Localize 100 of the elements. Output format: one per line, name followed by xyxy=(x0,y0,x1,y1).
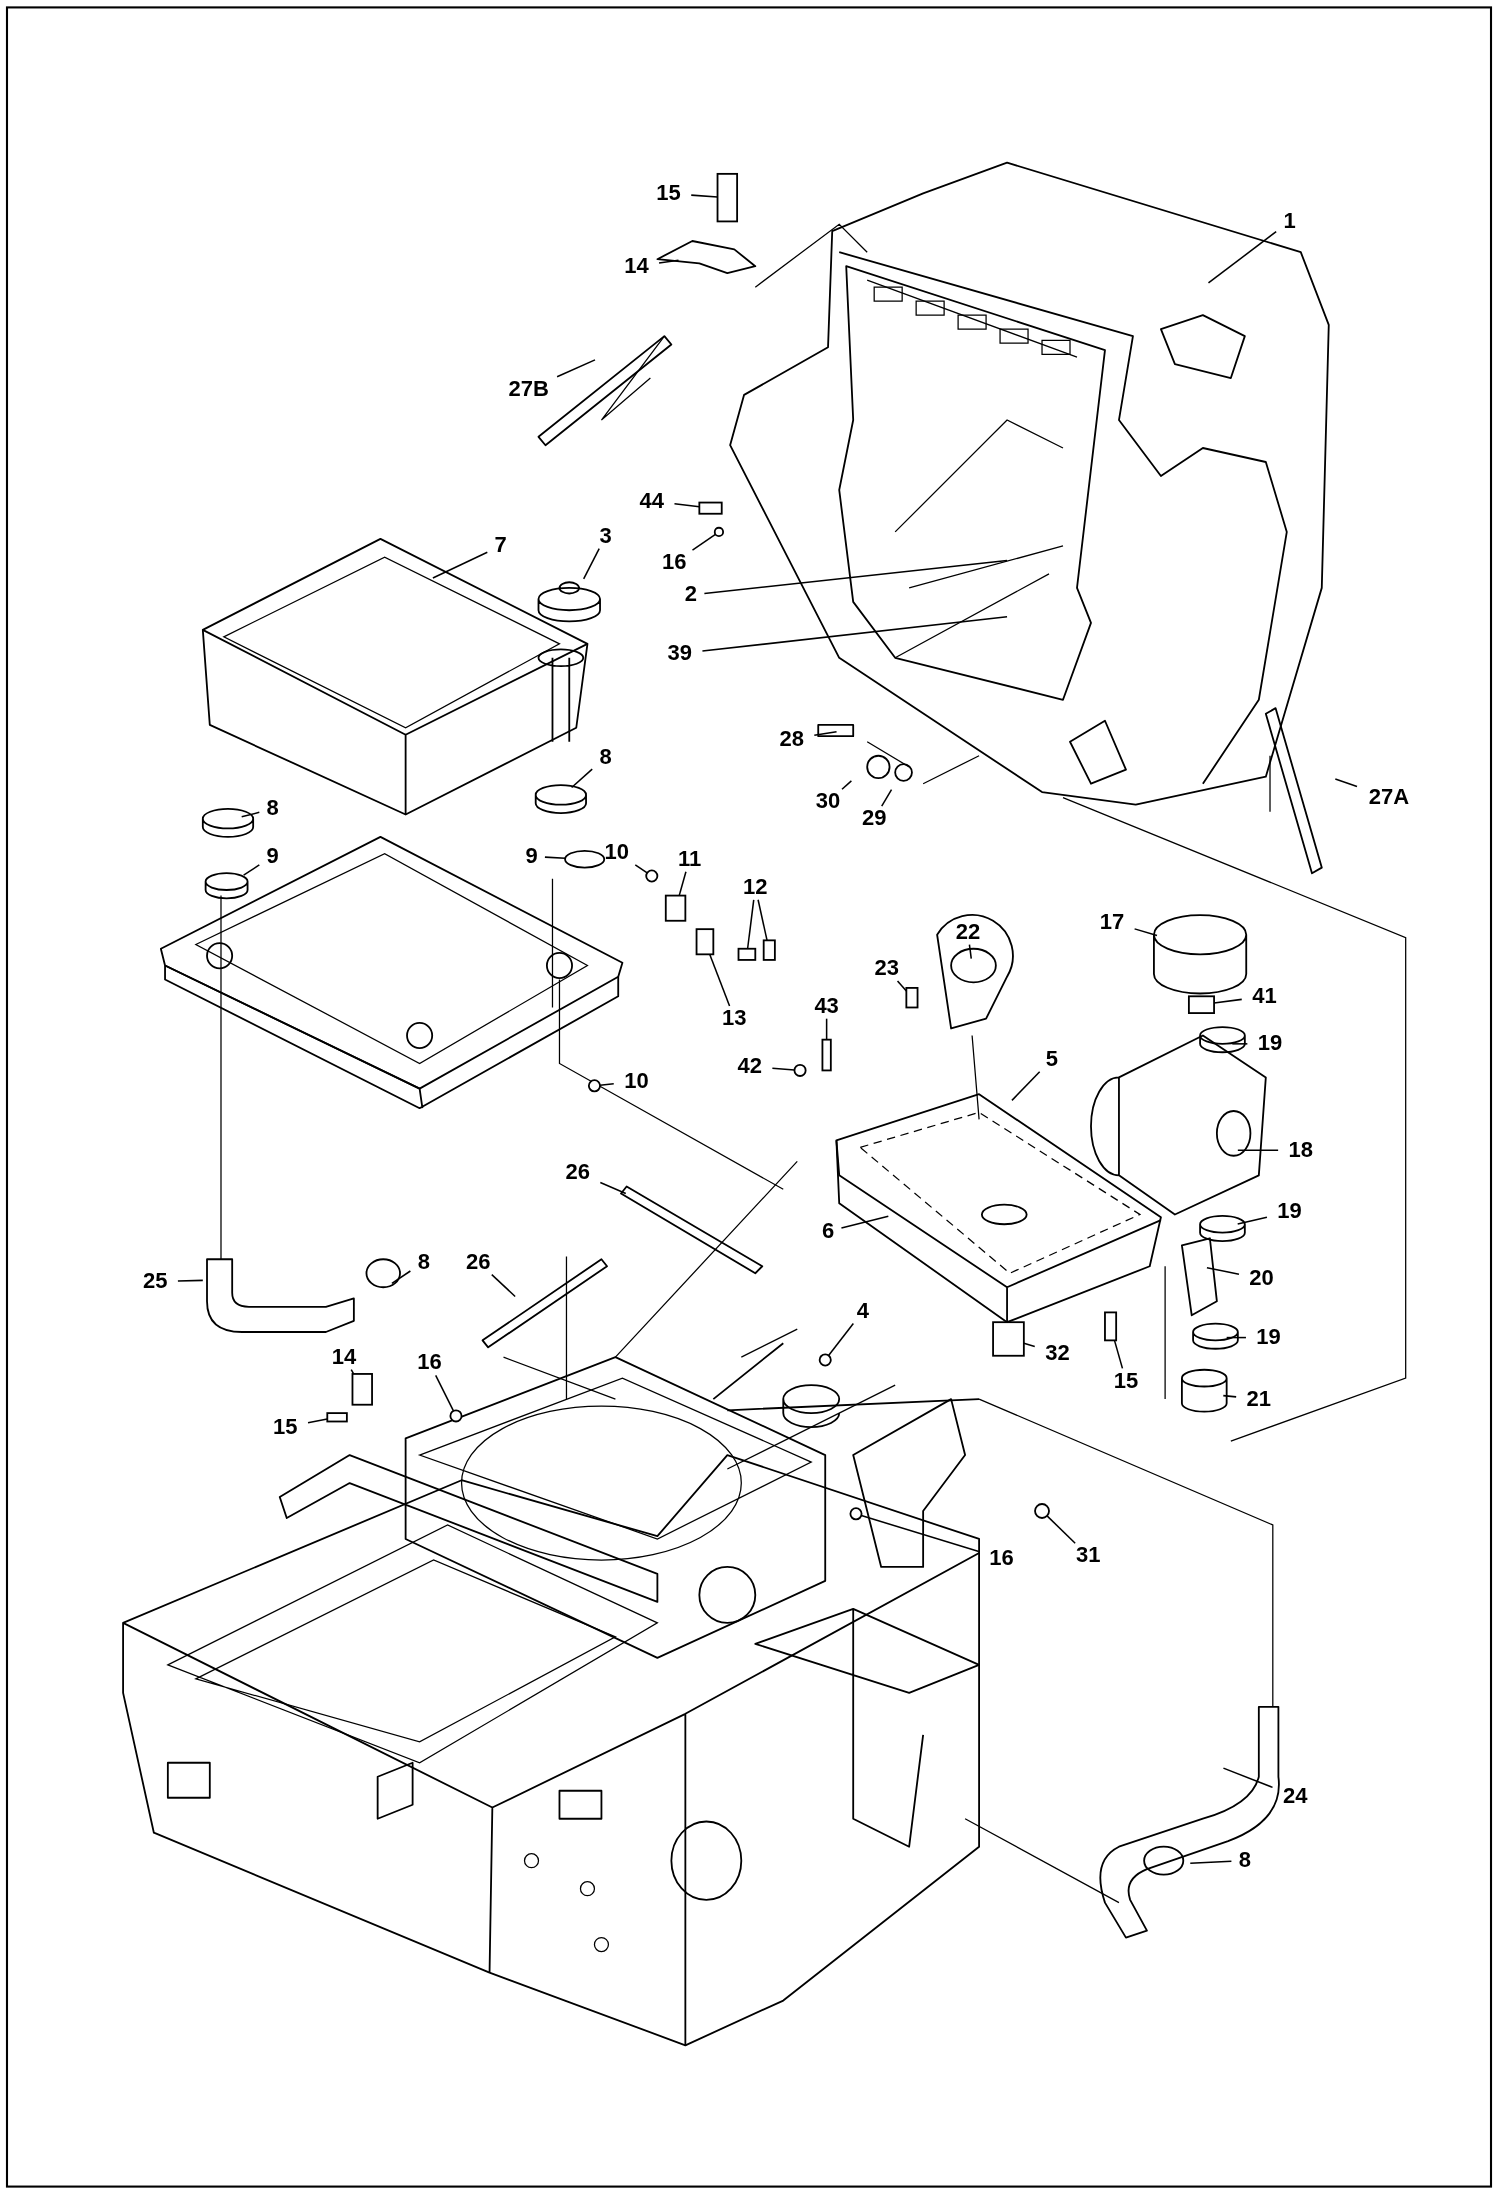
nut-drawing xyxy=(449,1409,463,1423)
leader-line xyxy=(757,899,768,942)
callout-number: 8 xyxy=(1236,1848,1253,1873)
callout-number: 17 xyxy=(1097,909,1127,934)
callout-number: 19 xyxy=(1254,1325,1283,1350)
leader-line xyxy=(746,899,755,950)
fastener-drawing xyxy=(698,501,723,515)
leader-line xyxy=(1222,1767,1274,1789)
leader-line xyxy=(434,1374,455,1412)
nut-drawing xyxy=(849,1507,863,1521)
leader-line xyxy=(968,943,972,960)
callout-number: 4 xyxy=(854,1298,872,1323)
leader-line xyxy=(691,533,717,551)
leader-line xyxy=(307,1418,329,1424)
callout-number: 26 xyxy=(563,1160,592,1185)
callout-number: 29 xyxy=(859,806,889,831)
callout-number: 42 xyxy=(735,1053,764,1078)
leader-line xyxy=(840,1215,890,1229)
fastener-drawing xyxy=(992,1321,1025,1357)
fastener-drawing xyxy=(716,172,738,223)
callout-number: 9 xyxy=(264,844,281,868)
callout-number: 8 xyxy=(597,744,614,769)
leader-line xyxy=(1236,1216,1268,1225)
leader-line xyxy=(771,1067,796,1071)
callout-number: 20 xyxy=(1247,1266,1276,1291)
nut-drawing xyxy=(645,869,659,883)
leader-line xyxy=(841,780,853,791)
nut-drawing xyxy=(587,1079,601,1093)
leader-line xyxy=(491,1273,516,1298)
callout-number: 8 xyxy=(264,796,281,821)
leader-line xyxy=(432,551,489,579)
callout-number: 18 xyxy=(1286,1137,1315,1162)
callout-number: 6 xyxy=(819,1218,837,1243)
leader-line xyxy=(1225,1336,1247,1339)
leader-line xyxy=(177,1279,204,1282)
callout-number: 14 xyxy=(329,1344,359,1369)
callout-number: 26 xyxy=(464,1249,493,1274)
leader-line xyxy=(556,359,596,378)
leader-line xyxy=(880,788,893,807)
leader-line xyxy=(825,1017,828,1041)
leader-line xyxy=(1046,1515,1076,1544)
fastener-drawing xyxy=(821,1038,832,1072)
leader-line xyxy=(1222,1394,1237,1398)
callout-number: 11 xyxy=(675,846,704,871)
nut-drawing xyxy=(564,849,606,869)
callout-number: 19 xyxy=(1255,1031,1285,1056)
leader-line xyxy=(678,871,687,897)
callout-number: 12 xyxy=(741,874,770,899)
callout-number: 15 xyxy=(1111,1368,1141,1393)
callout-number: 10 xyxy=(622,1069,651,1094)
callout-number: 9 xyxy=(523,844,540,868)
callout-number: 5 xyxy=(1043,1046,1060,1071)
fastener-drawing xyxy=(664,894,687,922)
leader-line xyxy=(242,864,261,876)
leader-line xyxy=(634,864,648,874)
callout-number: 10 xyxy=(602,839,632,864)
leader-line xyxy=(240,811,261,818)
leader-line xyxy=(1113,1339,1124,1370)
callout-number: 15 xyxy=(654,181,683,205)
fastener-drawing xyxy=(762,939,776,961)
callout-number: 22 xyxy=(953,919,983,944)
callout-number: 32 xyxy=(1043,1340,1072,1365)
callout-number: 1 xyxy=(1281,209,1298,233)
fastener-drawing xyxy=(737,947,757,961)
fastener-drawing xyxy=(351,1373,373,1406)
leader-line xyxy=(813,730,838,737)
leader-line xyxy=(1023,1342,1036,1348)
leader-line xyxy=(708,953,731,1007)
leader-line xyxy=(658,259,680,264)
callout-number: 27A xyxy=(1366,785,1412,810)
callout-number: 3 xyxy=(597,523,614,548)
leader-line xyxy=(1207,230,1277,284)
fastener-drawing xyxy=(695,928,715,956)
callout-number: 21 xyxy=(1244,1386,1274,1411)
callout-number: 31 xyxy=(1073,1543,1103,1568)
leader-line xyxy=(1206,1266,1240,1275)
callout-number: 2 xyxy=(682,582,700,607)
leader-line xyxy=(827,1322,855,1357)
leader-line xyxy=(1334,778,1358,788)
callout-number: 13 xyxy=(720,1006,749,1031)
callout-number: 27B xyxy=(506,376,551,401)
fastener-drawing xyxy=(1104,1311,1118,1342)
leader-line xyxy=(599,1083,615,1086)
callout-number: 30 xyxy=(813,789,843,814)
fastener-drawing xyxy=(1188,995,1215,1014)
leader-line xyxy=(391,1270,412,1285)
leader-line xyxy=(544,856,566,859)
callout-number: 44 xyxy=(637,488,666,513)
callout-number: 23 xyxy=(872,955,901,980)
callout-number: 8 xyxy=(415,1249,432,1274)
callout-number: 16 xyxy=(659,550,689,575)
nut-drawing xyxy=(1034,1503,1050,1519)
callout-number: 25 xyxy=(141,1269,170,1294)
leader-line xyxy=(1133,928,1158,937)
leader-line xyxy=(570,768,593,789)
callout-number: 16 xyxy=(987,1546,1016,1571)
callout-number: 7 xyxy=(492,533,509,558)
leader-line xyxy=(673,503,701,508)
leader-line xyxy=(1011,1071,1041,1102)
callout-number: 24 xyxy=(1280,1783,1310,1808)
